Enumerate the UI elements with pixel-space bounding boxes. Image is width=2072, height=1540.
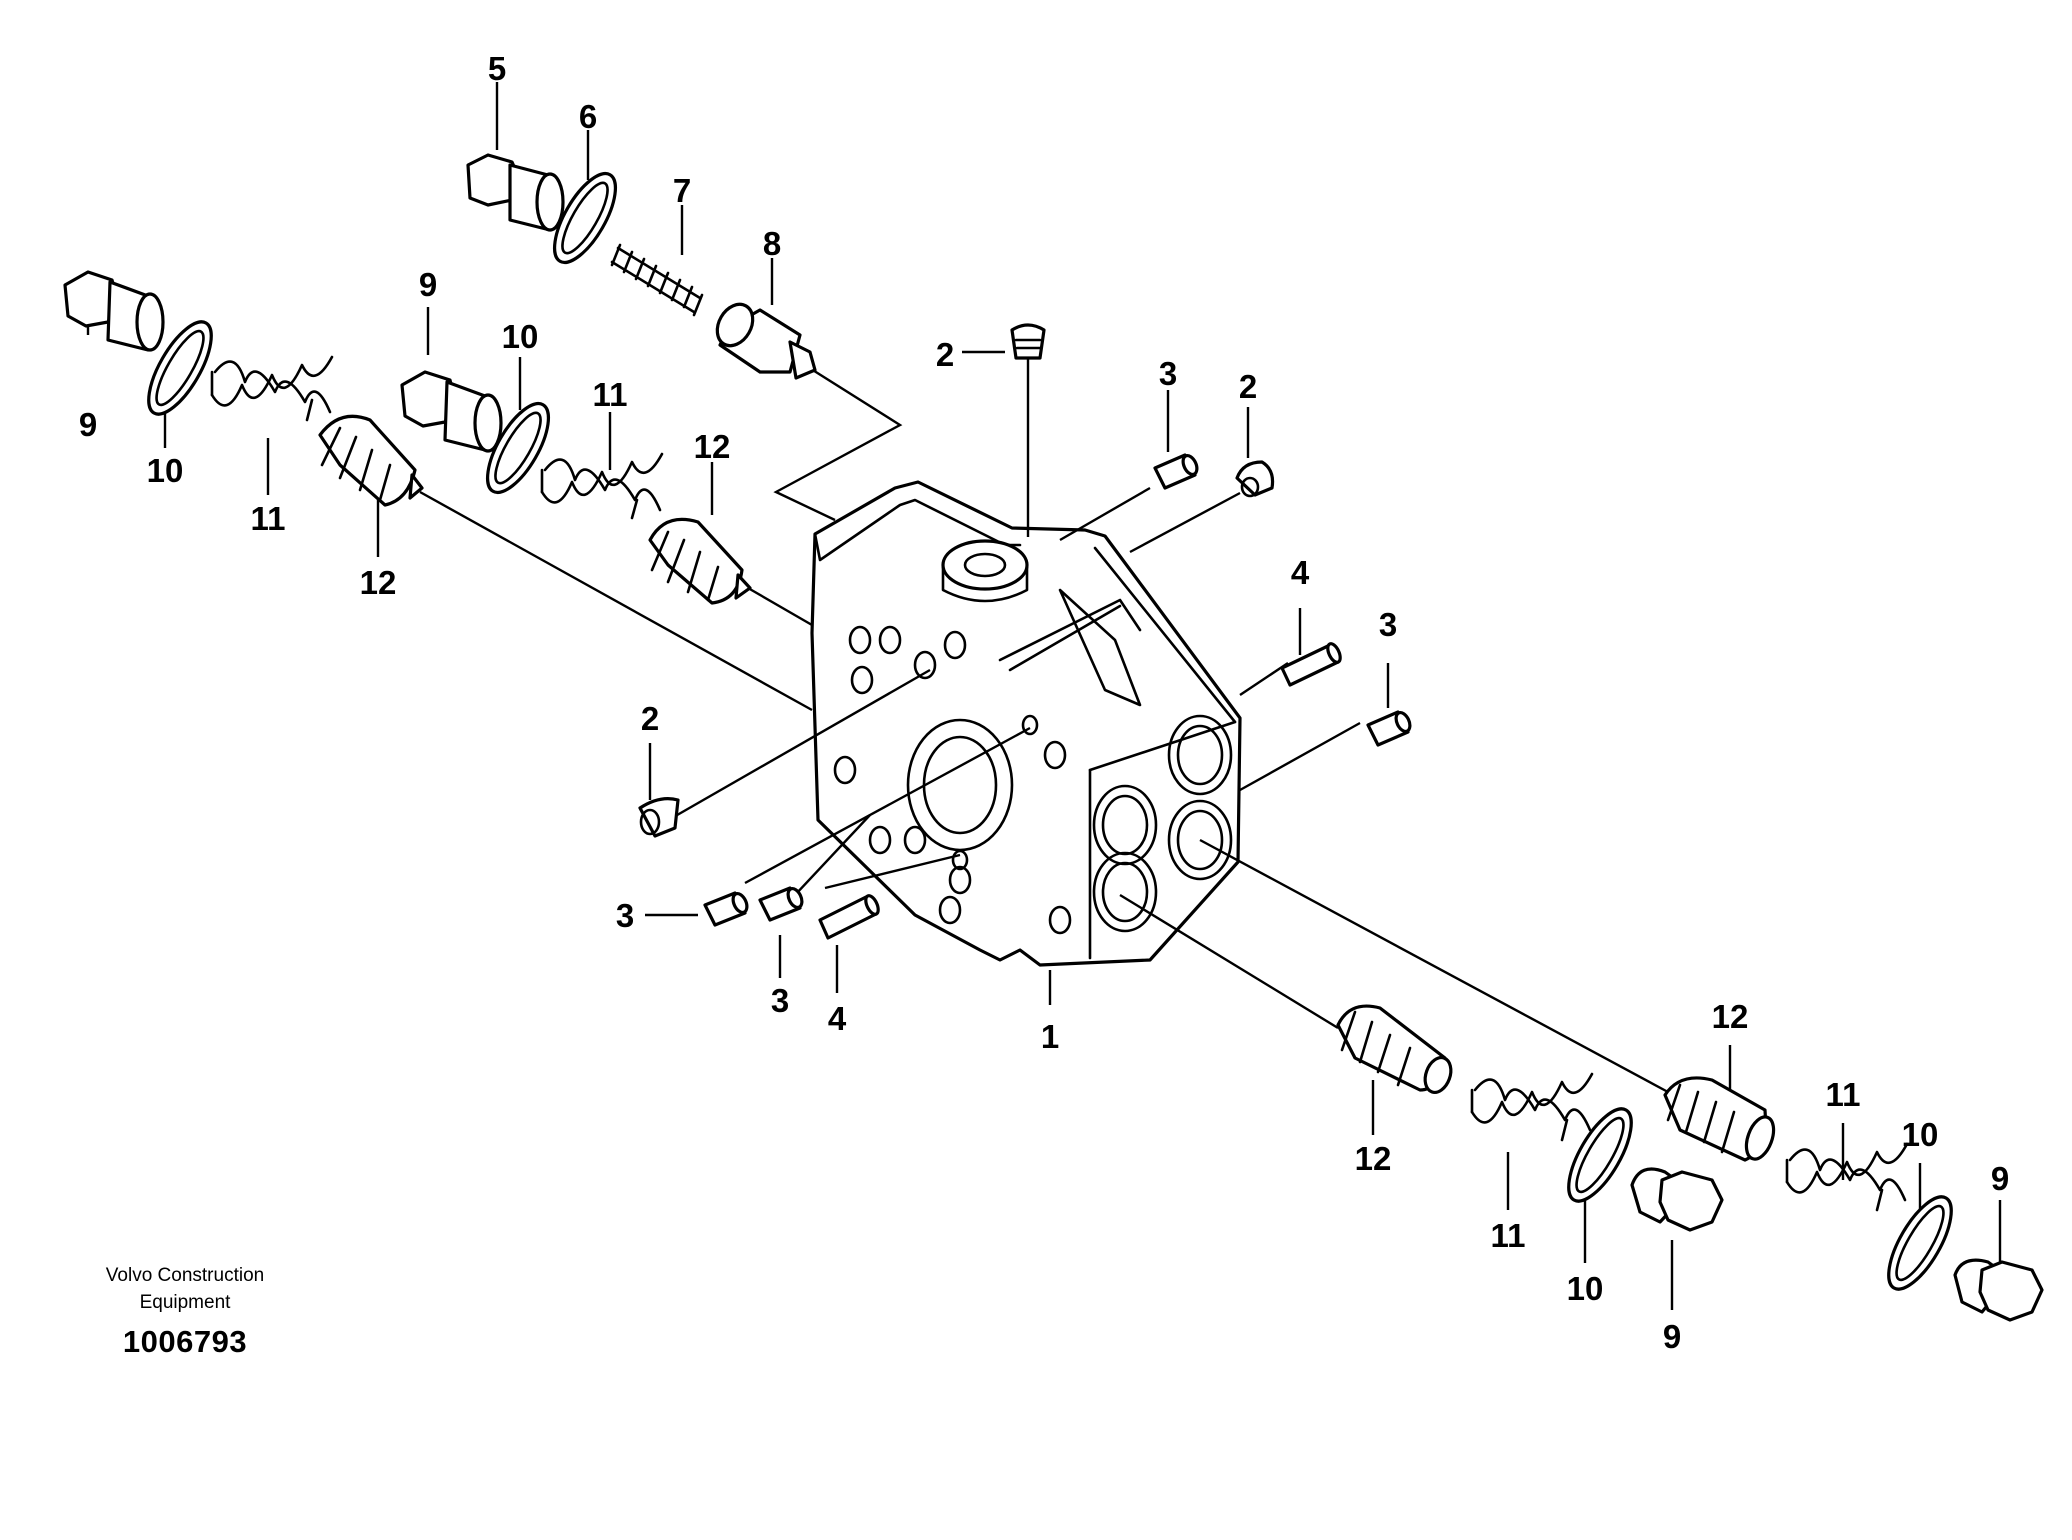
callout-12-middle: 12	[694, 428, 731, 465]
plug-part-9-bottom	[1630, 1167, 1724, 1232]
callout-12-left: 12	[360, 564, 397, 601]
valve-body-part-1	[810, 480, 1242, 967]
callout-6: 6	[579, 98, 597, 135]
callout-11-middle: 11	[593, 376, 628, 413]
spring-part-11-right	[1785, 1142, 1909, 1212]
spring-part-11-bottom	[1470, 1072, 1594, 1142]
callout-8: 8	[763, 225, 781, 262]
plug-part-9-right	[1953, 1258, 2044, 1322]
plug-part-9-middle	[400, 370, 503, 453]
spring-part-11-left	[210, 355, 334, 422]
callout-10-bottom: 10	[1567, 1270, 1604, 1307]
o-ring-part-10-bottom	[1567, 1107, 1633, 1203]
callout-10-left: 10	[147, 452, 184, 489]
callout-2-top: 2	[936, 336, 954, 373]
callout-labels: 5 6 7 8 2 3 2 9 10 11 12 9 10 11 12 2 4 …	[79, 50, 2009, 1355]
callout-9-right: 9	[1991, 1160, 2009, 1197]
spool-part-8	[715, 302, 817, 380]
spool-part-12-middle	[648, 517, 752, 605]
spool-part-12-right	[1663, 1076, 1776, 1162]
spool-part-12-bottom	[1336, 1004, 1453, 1095]
o-ring-part-10-right	[1887, 1195, 1953, 1291]
spring-part-11-middle	[540, 452, 664, 520]
callout-9-bottom: 9	[1663, 1318, 1681, 1355]
spool-part-12-left	[318, 414, 424, 507]
callout-9-middle: 9	[419, 266, 437, 303]
plug-part-2-left	[638, 797, 680, 838]
spring-part-7	[610, 243, 704, 317]
callout-7: 7	[673, 172, 691, 209]
brand-block: Volvo Construction Equipment 1006793	[60, 1262, 310, 1359]
callout-11-right: 11	[1826, 1076, 1861, 1113]
o-ring-part-10-middle	[485, 401, 551, 495]
pin-part-4-bottom	[818, 894, 880, 940]
o-ring-part-10-left	[147, 320, 213, 416]
brand-line-1: Volvo Construction	[105, 1265, 265, 1286]
plug-part-9-left	[63, 270, 165, 352]
pin-part-3-bottom-b	[758, 886, 804, 922]
callout-5: 5	[488, 50, 506, 87]
callout-4-top: 4	[1291, 554, 1310, 591]
brand-line-2: Equipment	[139, 1292, 231, 1313]
callout-4-bottom: 4	[828, 1000, 847, 1037]
callout-1: 1	[1041, 1018, 1059, 1055]
o-ring-part-6	[552, 171, 618, 265]
drawing-number: 1006793	[122, 1324, 248, 1359]
callout-3-bottom-left: 3	[616, 897, 634, 934]
pin-part-3-right	[1366, 710, 1412, 747]
callout-11-left: 11	[251, 500, 286, 537]
callout-9-left: 9	[79, 406, 97, 443]
plug-part-2-right	[1235, 460, 1275, 498]
plug-part-5	[466, 153, 565, 232]
callout-10-right: 10	[1902, 1116, 1939, 1153]
callout-3-top: 3	[1159, 355, 1177, 392]
callout-10-middle: 10	[502, 318, 539, 355]
callout-12-right: 12	[1712, 998, 1749, 1035]
pin-part-3-bottom-a	[703, 891, 749, 927]
callout-3-bottom: 3	[771, 982, 789, 1019]
callout-11-bottom: 11	[1491, 1217, 1526, 1254]
pin-part-4-top	[1280, 642, 1342, 687]
pin-part-3-top	[1153, 453, 1199, 490]
callout-2-right: 2	[1239, 368, 1257, 405]
plug-part-2-top	[1010, 323, 1046, 360]
callout-2-left: 2	[641, 700, 659, 737]
callout-12-bottom: 12	[1355, 1140, 1392, 1177]
callout-3-right: 3	[1379, 606, 1397, 643]
